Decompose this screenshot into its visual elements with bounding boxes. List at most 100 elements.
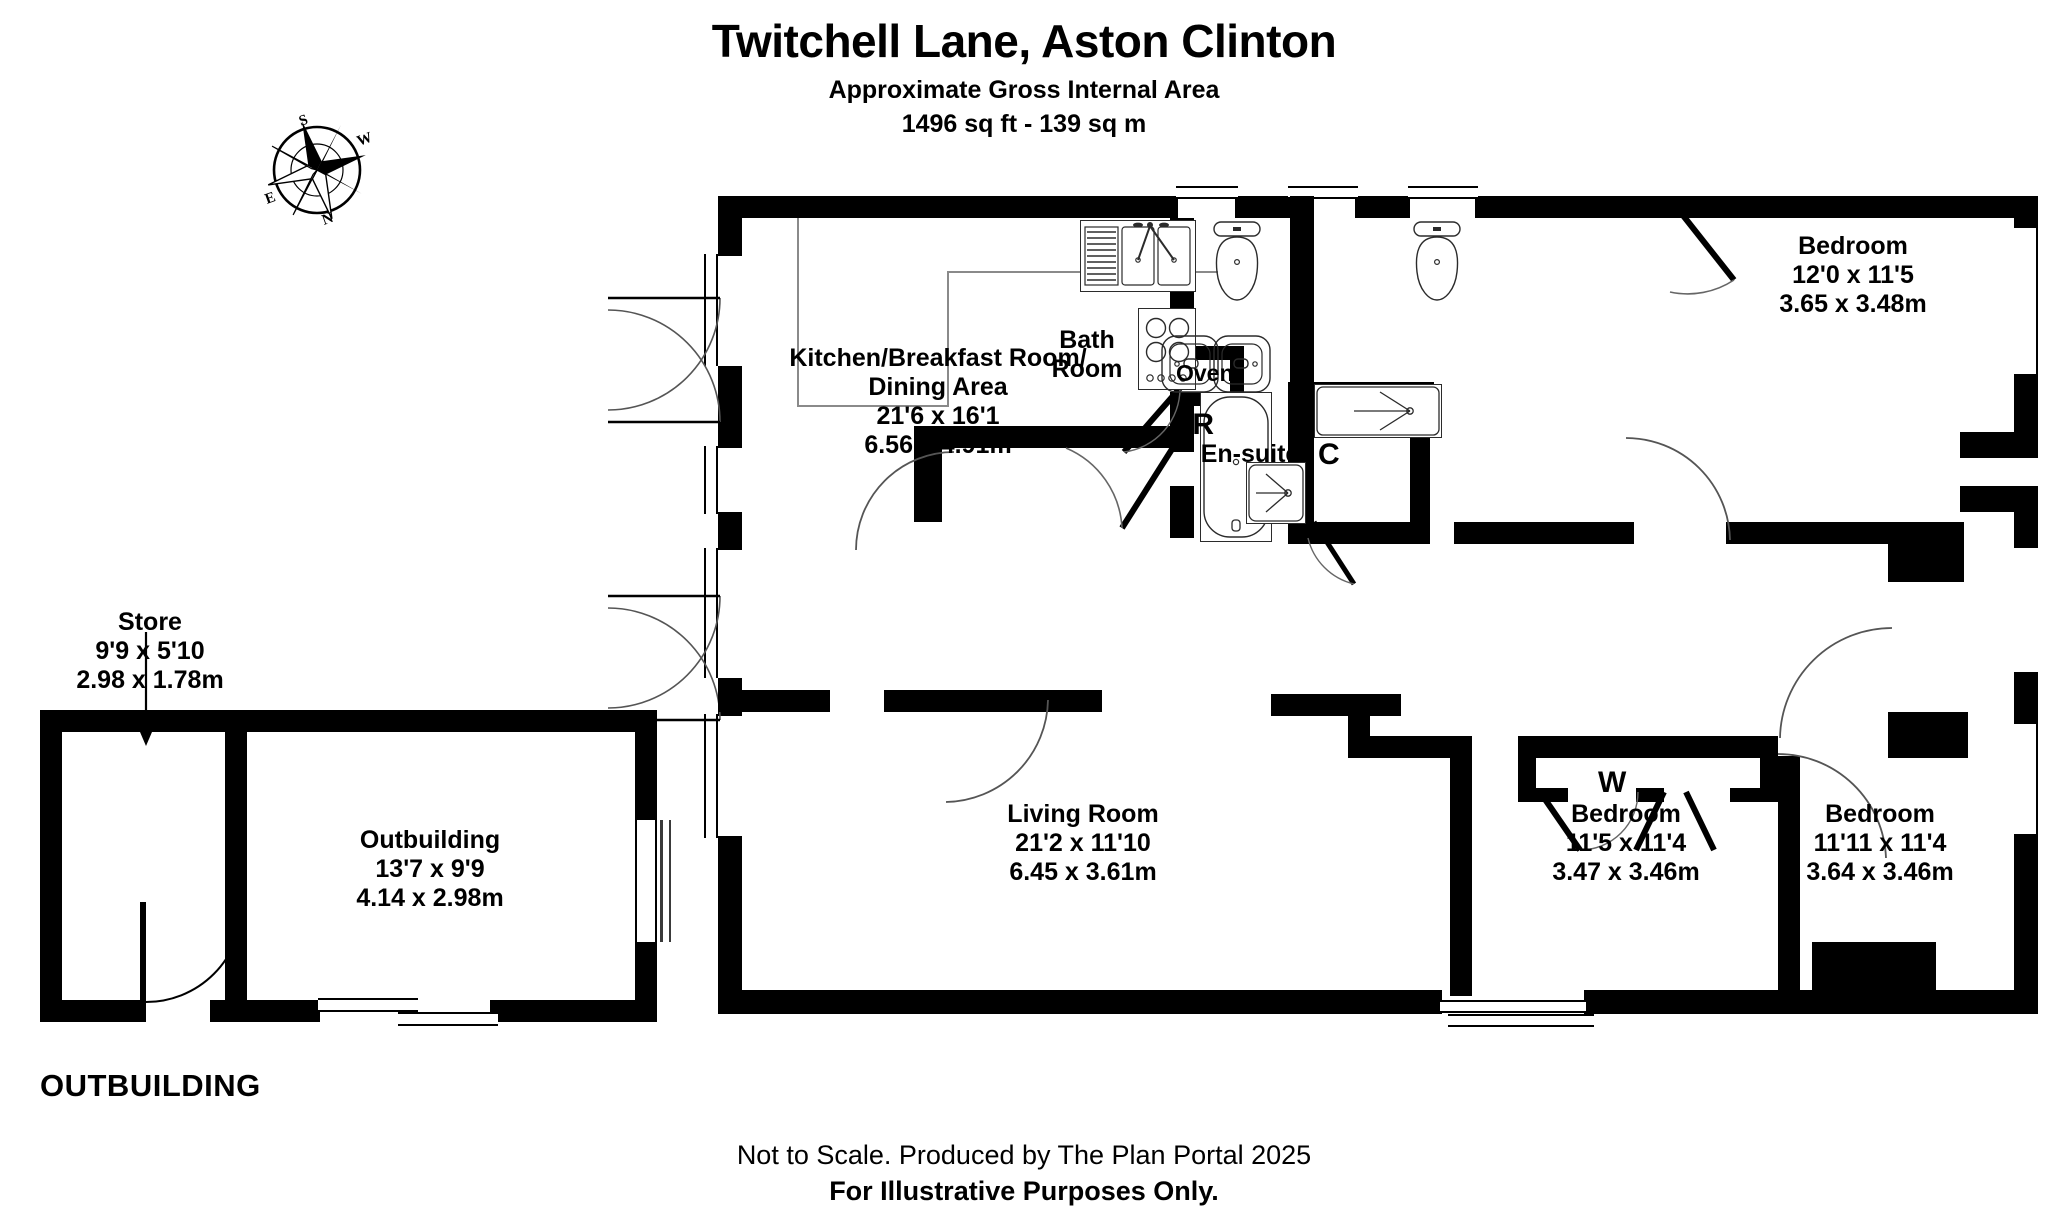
store-label: Store 9'9 x 5'10 2.98 x 1.78m — [10, 608, 290, 695]
outbuilding-name: Outbuilding — [359, 826, 501, 854]
outbuilding-window-bottom-2 — [398, 1012, 498, 1026]
wardrobe-wall-right — [1760, 736, 1778, 802]
outbuilding-door-right-leaf — [660, 820, 663, 942]
bathroom-wc-icon — [1213, 221, 1261, 301]
outbuilding-wall-right — [635, 710, 657, 822]
bedroom-mid-dim-imperial: 11'5 x 11'4 — [1565, 829, 1687, 857]
interior-wall-hall-bottom-a — [718, 690, 830, 712]
bedroom-right-dim-imperial: 11'11 x 11'4 — [1813, 829, 1947, 857]
bedroom-right-name: Bedroom — [1825, 800, 1935, 828]
outbuilding-window-bottom — [318, 998, 418, 1012]
ensuite-shower-detail — [1316, 386, 1440, 436]
interior-wall-kitchen-bath-3 — [1170, 486, 1194, 538]
exterior-wall-top-c — [1355, 196, 1410, 218]
outbuilding-dim-metric: 4.14 x 2.98m — [356, 884, 504, 912]
window-bottom-1 — [1440, 1000, 1586, 1013]
door-swing-kitchen-hall — [855, 451, 955, 551]
exterior-wall-right-d — [2014, 672, 2038, 724]
ensuite-label-text: En-suite — [1200, 440, 1300, 468]
kitchen-worktop-outline — [797, 218, 1218, 407]
bedroom-master-label: Bedroom 12'0 x 11'5 3.65 x 3.48m — [1668, 232, 2038, 319]
exterior-wall-left-b — [718, 366, 742, 448]
outbuilding-caption: OUTBUILDING — [40, 1068, 261, 1103]
window-bottom-2 — [1448, 1014, 1594, 1027]
area-subtitle: Approximate Gross Internal Area — [828, 76, 1220, 104]
door-swing-bathroom — [1065, 444, 1177, 530]
exterior-wall-left-c — [718, 512, 742, 550]
store-dim-metric: 2.98 x 1.78m — [76, 666, 224, 694]
interior-wall-hall-top-d — [1454, 522, 1634, 544]
outbuilding-plan — [40, 632, 671, 1030]
label-cupboard: C — [1318, 438, 1340, 471]
outbuilding-wall-top — [40, 710, 657, 732]
door-swing-left-upper — [607, 296, 721, 424]
store-pointer-arrow — [140, 632, 152, 746]
kitchen-label: Kitchen/Breakfast Room/ Dining Area 21'6… — [588, 344, 1288, 460]
outbuilding-door-right-frame — [669, 820, 671, 942]
exterior-wall-top-a — [718, 196, 1178, 218]
store-dim-imperial: 9'9 x 5'10 — [95, 637, 205, 665]
window-right-1 — [2036, 226, 2048, 376]
bedroom-master-dim-metric: 3.65 x 3.48m — [1779, 290, 1927, 318]
bedroom-master-name: Bedroom — [1798, 232, 1908, 260]
door-swing-bedroom-right-top — [1625, 437, 1731, 541]
exterior-wall-right-a — [2014, 196, 2038, 228]
label-oven: Oven — [1176, 360, 1234, 386]
exterior-wall-top-b — [1235, 196, 1290, 218]
exterior-wall-top-d — [1475, 196, 2038, 218]
footer-disclaimer: For Illustrative Purposes Only. — [829, 1176, 1219, 1206]
interior-wall-hall-bottom-d — [1271, 694, 1401, 716]
ensuite-wc-icon — [1413, 221, 1461, 301]
living-room-dim-imperial: 21'2 x 11'10 — [1015, 829, 1151, 857]
label-fridge: FR — [1174, 408, 1214, 441]
window-top-1 — [1176, 186, 1238, 199]
wardrobe-door-leaves — [1537, 790, 1717, 852]
outbuilding-wall-bottom-right — [490, 1000, 657, 1022]
window-left-1 — [704, 254, 718, 366]
wardrobe-door-sill-mid — [1636, 788, 1664, 802]
interior-wall-hall-top-f — [1888, 522, 1964, 582]
interior-wall-hall-bottom-c — [966, 690, 1102, 712]
page-title: Twitchell Lane, Aston Clinton — [711, 15, 1337, 67]
bedroom-mid-name: Bedroom — [1571, 800, 1681, 828]
bedroom-mid-dim-metric: 3.47 x 3.46m — [1552, 858, 1700, 886]
window-top-3 — [1408, 186, 1478, 199]
compass-label-w: W — [355, 130, 375, 150]
area-value: 1496 sq ft - 139 sq m — [901, 110, 1147, 138]
wardrobe-wall-left — [1518, 736, 1536, 802]
kitchen-name-line1: Kitchen/Breakfast Room/ — [789, 344, 1087, 372]
wardrobe-door-sill-right — [1730, 788, 1760, 802]
window-right-2 — [2036, 716, 2048, 838]
door-swing-bedroom-bottom-mid — [1777, 753, 1887, 859]
main-floor-plan: Oven FR C W Bath Room En-suite Kitchen/B… — [607, 186, 2048, 1036]
living-room-dim-metric: 6.45 x 3.61m — [1009, 858, 1157, 886]
kitchen-dim-imperial: 21'6 x 16'1 — [876, 402, 1000, 430]
interior-wall-hall-bottom-f — [1348, 736, 1472, 758]
door-swing-bedroom-right-lower — [1779, 627, 1893, 739]
ensuite-basin-icon — [1213, 335, 1271, 393]
bedroom-mid-label: Bedroom 11'5 x 11'4 3.47 x 3.46m — [1448, 800, 1804, 887]
wardrobe-wall-top — [1518, 736, 1778, 758]
interior-wall-hall-top-c — [1290, 522, 1416, 544]
ensuite-label: En-suite — [1150, 440, 1350, 469]
outbuilding-wall-bottom-left — [40, 1000, 146, 1022]
outbuilding-label: Outbuilding 13'7 x 9'9 4.14 x 2.98m — [290, 826, 570, 913]
shower-tray-lower-detail — [1248, 464, 1304, 522]
store-door-jamb — [140, 902, 146, 1002]
window-left-4 — [704, 714, 718, 838]
exterior-wall-right-notch-upper — [1960, 432, 2038, 458]
interior-wall-hall-top-b — [914, 426, 1194, 448]
compass-label-n: N — [320, 210, 336, 229]
interior-wall-hall-bottom-j — [1888, 712, 1968, 738]
store-name: Store — [118, 608, 182, 636]
living-room-label: Living Room 21'2 x 11'10 6.45 x 3.61m — [818, 800, 1348, 887]
kitchen-dim-metric: 6.56 x 4.91m — [864, 431, 1012, 459]
bathroom-label: Bath Room — [1002, 326, 1172, 384]
exterior-wall-right-notch-lower — [1960, 486, 2038, 512]
bathroom-label-line1: Bath — [1059, 326, 1115, 354]
bathroom-basin-icon — [1161, 335, 1219, 393]
door-swing-ensuite-corner — [1308, 196, 1404, 292]
window-left-2 — [704, 446, 718, 514]
door-swing-master-bedroom — [1669, 202, 1737, 295]
outbuilding-wall-left — [40, 710, 62, 1022]
